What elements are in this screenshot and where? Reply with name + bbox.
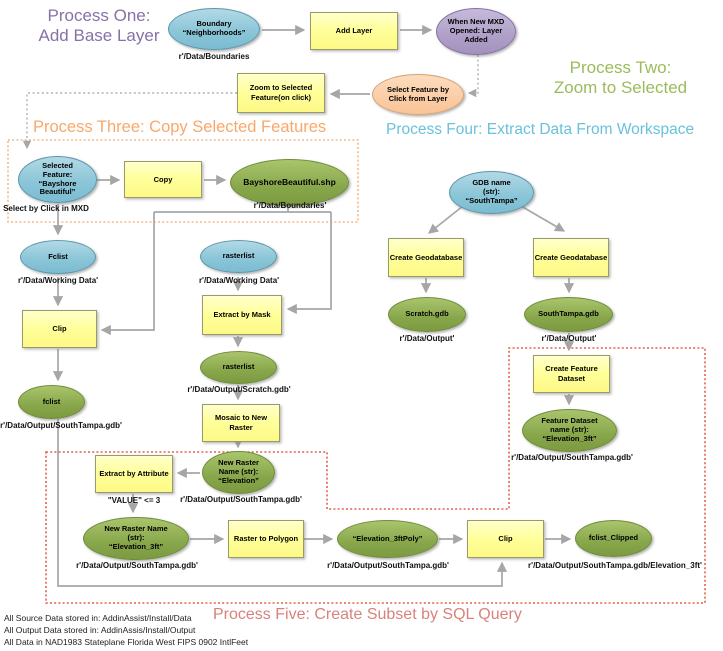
caption-new-raster-name-elevation3ft: r'/Data/Output/SouthTampa.gdb' bbox=[76, 561, 198, 570]
process-five-region bbox=[45, 347, 706, 604]
node-rasterlist-output: rasterlist bbox=[200, 351, 277, 384]
node-scratch-gdb: Scratch.gdb bbox=[388, 297, 466, 332]
caption-bayshore-shp: r'/Data/Boundaries' bbox=[253, 201, 327, 210]
header-process-three: Process Three: Copy Selected Features bbox=[33, 118, 327, 136]
caption-rasterlist-output: r'/Data/Output/Scratch.gdb' bbox=[187, 385, 291, 394]
dotted-connectors bbox=[22, 55, 479, 150]
node-raster-to-polygon: Raster to Polygon bbox=[228, 520, 304, 558]
node-extract-by-mask: Extract by Mask bbox=[202, 295, 282, 335]
node-new-raster-name-elevation: New Raster Name (str): “Elevation” bbox=[202, 451, 275, 494]
caption-rasterlist-input: r'/Data/Working Data' bbox=[198, 276, 280, 285]
node-extract-by-attribute: Extract by Attribute bbox=[95, 455, 173, 493]
node-gdb-name: GDB name (str): “SouthTampa” bbox=[449, 171, 534, 214]
node-fclist-input: Fclist bbox=[20, 240, 96, 274]
node-mosaic-to-new-raster: Mosaic to New Raster bbox=[202, 404, 280, 442]
node-boundary-neighborhoods: Boundary “Neighborhoods” bbox=[168, 8, 260, 50]
caption-southtampa-gdb: r'/Data/Output' bbox=[541, 334, 597, 343]
footnote-projection: All Data in NAD1983 Stateplane Florida W… bbox=[4, 637, 249, 647]
node-create-geodatabase-1: Create Geodatabase bbox=[388, 238, 464, 277]
node-fclist-output: fclist bbox=[18, 385, 85, 419]
node-selected-feature: Selected Feature: “Bayshore Beautiful” bbox=[18, 156, 97, 203]
footnote-source-data: All Source Data stored in: AddinAssist/I… bbox=[4, 613, 192, 623]
caption-fclist-input: r'/Data/Working Data' bbox=[17, 276, 99, 285]
node-new-raster-name-elevation3ft: New Raster Name (str): “Elevation_3ft” bbox=[83, 517, 189, 560]
caption-feature-dataset-name: r'/Data/Output/SouthTampa.gdb' bbox=[511, 453, 633, 462]
caption-boundary: r'/Data/Boundaries bbox=[178, 52, 250, 61]
caption-scratch-gdb: r'/Data/Output' bbox=[399, 334, 455, 343]
caption-elevation-3ftpoly: r'/Data/Output/SouthTampa.gdb' bbox=[327, 561, 449, 570]
solid-connectors bbox=[52, 24, 575, 587]
node-elevation-3ftpoly: “Elevation_3ftPoly” bbox=[337, 520, 438, 558]
node-clip-1: Clip bbox=[22, 310, 97, 348]
node-create-geodatabase-2: Create Geodatabase bbox=[533, 238, 609, 277]
node-select-feature-by-click: Select Feature by Click from Layer bbox=[372, 74, 464, 115]
node-southtampa-gdb: SouthTampa.gdb bbox=[524, 297, 613, 332]
caption-fclist-clipped: r'/Data/Output/SouthTampa.gdb/Elevation_… bbox=[528, 561, 702, 570]
node-when-new-mxd: When New MXD Opened: Layer Added bbox=[436, 8, 516, 55]
node-bayshore-shp: BayshoreBeautiful.shp bbox=[230, 159, 349, 206]
node-feature-dataset-name: Feature Dataset name (str): “Elevation_3… bbox=[522, 409, 617, 452]
node-rasterlist-input: rasterlist bbox=[200, 240, 277, 273]
caption-value-query: "VALUE" <= 3 bbox=[107, 496, 161, 505]
caption-new-raster-name-elevation: r'/Data/Output/SouthTampa.gdb' bbox=[180, 495, 302, 504]
node-add-layer: Add Layer bbox=[310, 12, 398, 50]
header-process-five: Process Five: Create Subset by SQL Query bbox=[213, 606, 522, 623]
node-fclist-clipped: fclist_Clipped bbox=[575, 520, 652, 557]
node-create-feature-dataset: Create Feature Dataset bbox=[533, 355, 610, 393]
header-process-two: Process Two: Zoom to Selected bbox=[553, 58, 688, 98]
node-clip-2: Clip bbox=[467, 520, 544, 558]
header-process-four: Process Four: Extract Data From Workspac… bbox=[386, 121, 695, 138]
header-process-one: Process One: Add Base Layer bbox=[38, 6, 160, 46]
caption-selected-feature: Select by Click in MXD bbox=[3, 204, 89, 213]
node-zoom-to-selected: Zoom to Selected Feature(on click) bbox=[237, 73, 325, 113]
footnote-output-data: All Output Data stored in: AddinAssis/In… bbox=[4, 625, 196, 635]
caption-fclist-output: r'/Data/Output/SouthTampa.gdb' bbox=[0, 421, 122, 430]
process-three-region bbox=[7, 139, 359, 223]
node-copy: Copy bbox=[124, 161, 202, 198]
